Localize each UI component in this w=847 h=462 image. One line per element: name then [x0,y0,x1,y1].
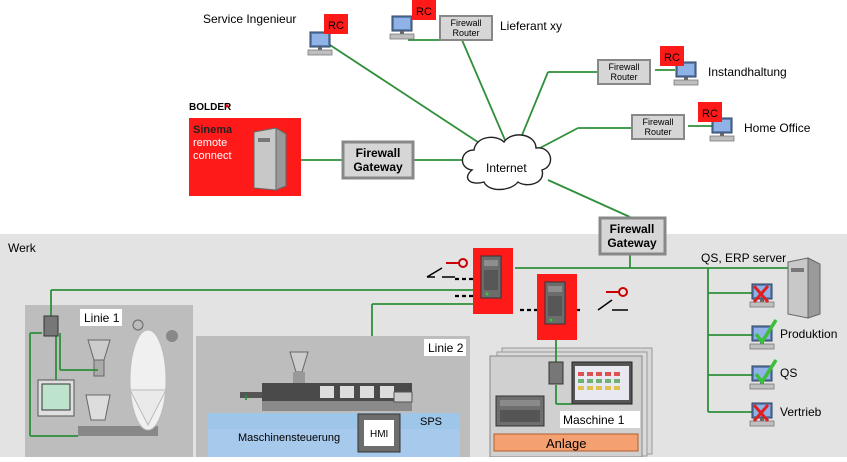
key-icon-2 [606,287,628,297]
pc-supplier [389,15,415,40]
pc-service-engineer [307,31,333,56]
svg-text:RC: RC [664,52,680,64]
sinema-connect-label: connect [193,150,232,162]
erp-server-icon [787,257,821,319]
security-module-1 [480,255,502,299]
key-icon-1 [446,258,468,268]
linie1-label: Linie 1 [84,311,120,325]
hmi-label: HMI [370,429,388,440]
firewall-router-maintenance: Firewall Router [597,59,651,85]
firewall-gateway-top [341,140,415,180]
extrusion-line [37,319,178,436]
maschine1-switch [548,361,564,385]
svg-text:RC: RC [702,108,718,120]
internet-label: Internet [486,161,527,175]
check-icon [754,319,778,346]
sinema-label: Sinema [193,124,233,136]
firewall-router-homeoffice: Firewall Router [631,114,685,140]
cross-icon [752,285,770,303]
anlage-bar [493,433,639,452]
sps-label: SPS [420,416,442,428]
svg-text:Firewall: Firewall [642,117,673,127]
svg-text:Router: Router [644,127,671,137]
brand-label: BOLDER [189,102,232,113]
qs-label: QS [780,366,797,380]
firewall-gateway-top-label2: Gateway [353,160,403,174]
check-icon [754,359,778,386]
rc-badge-service [324,14,348,34]
svg-text:Router: Router [452,28,479,38]
svg-text:RC: RC [328,20,344,32]
injection-molding-machine [240,351,413,411]
sinema-remote-label: remote [193,137,227,149]
linie1-label-box [80,309,122,326]
svg-text:Router: Router [610,72,637,82]
home-office-label: Home Office [744,121,811,135]
maintenance-label: Instandhaltung [708,65,787,79]
produktion-label: Produktion [780,327,837,341]
maschine1-label: Maschine 1 [563,413,625,427]
linie2-label-box [424,339,466,356]
maschinensteuerung-bar [208,429,460,457]
anlage-label: Anlage [546,436,586,451]
firewall-gateway-plant [598,216,667,256]
linie1-switch [43,315,59,337]
key-switch-2 [597,299,628,311]
linie2-label: Linie 2 [428,341,464,355]
firewall-router-supplier: Firewall Router [439,15,493,41]
internet-cloud: Internet [461,134,552,191]
sinema-server-icon [253,127,287,191]
network-links [29,39,790,437]
rc-badge-maintenance [660,46,684,66]
svg-text:RC: RC [416,6,432,18]
qs-erp-server-label: QS, ERP server [701,251,786,265]
rc-badge-homeoffice [698,102,722,122]
firewall-gateway-plant-label1: Firewall [610,222,655,236]
firewall-gateway-top-label1: Firewall [356,146,401,160]
rc-badge-supplier [412,0,436,20]
security-module-2 [544,281,566,325]
cross-icon [752,404,770,422]
service-engineer-label: Service Ingenieur [203,12,296,26]
supplier-label: Lieferant xy [500,19,562,33]
werk-label: Werk [8,241,37,255]
svg-text:Firewall: Firewall [608,62,639,72]
maschinensteuerung-label: Maschinensteuerung [238,432,340,444]
firewall-gateway-plant-label2: Gateway [607,236,657,250]
svg-text:Firewall: Firewall [450,18,481,28]
key-switch-1 [426,267,455,278]
vertrieb-label: Vertrieb [780,405,822,419]
